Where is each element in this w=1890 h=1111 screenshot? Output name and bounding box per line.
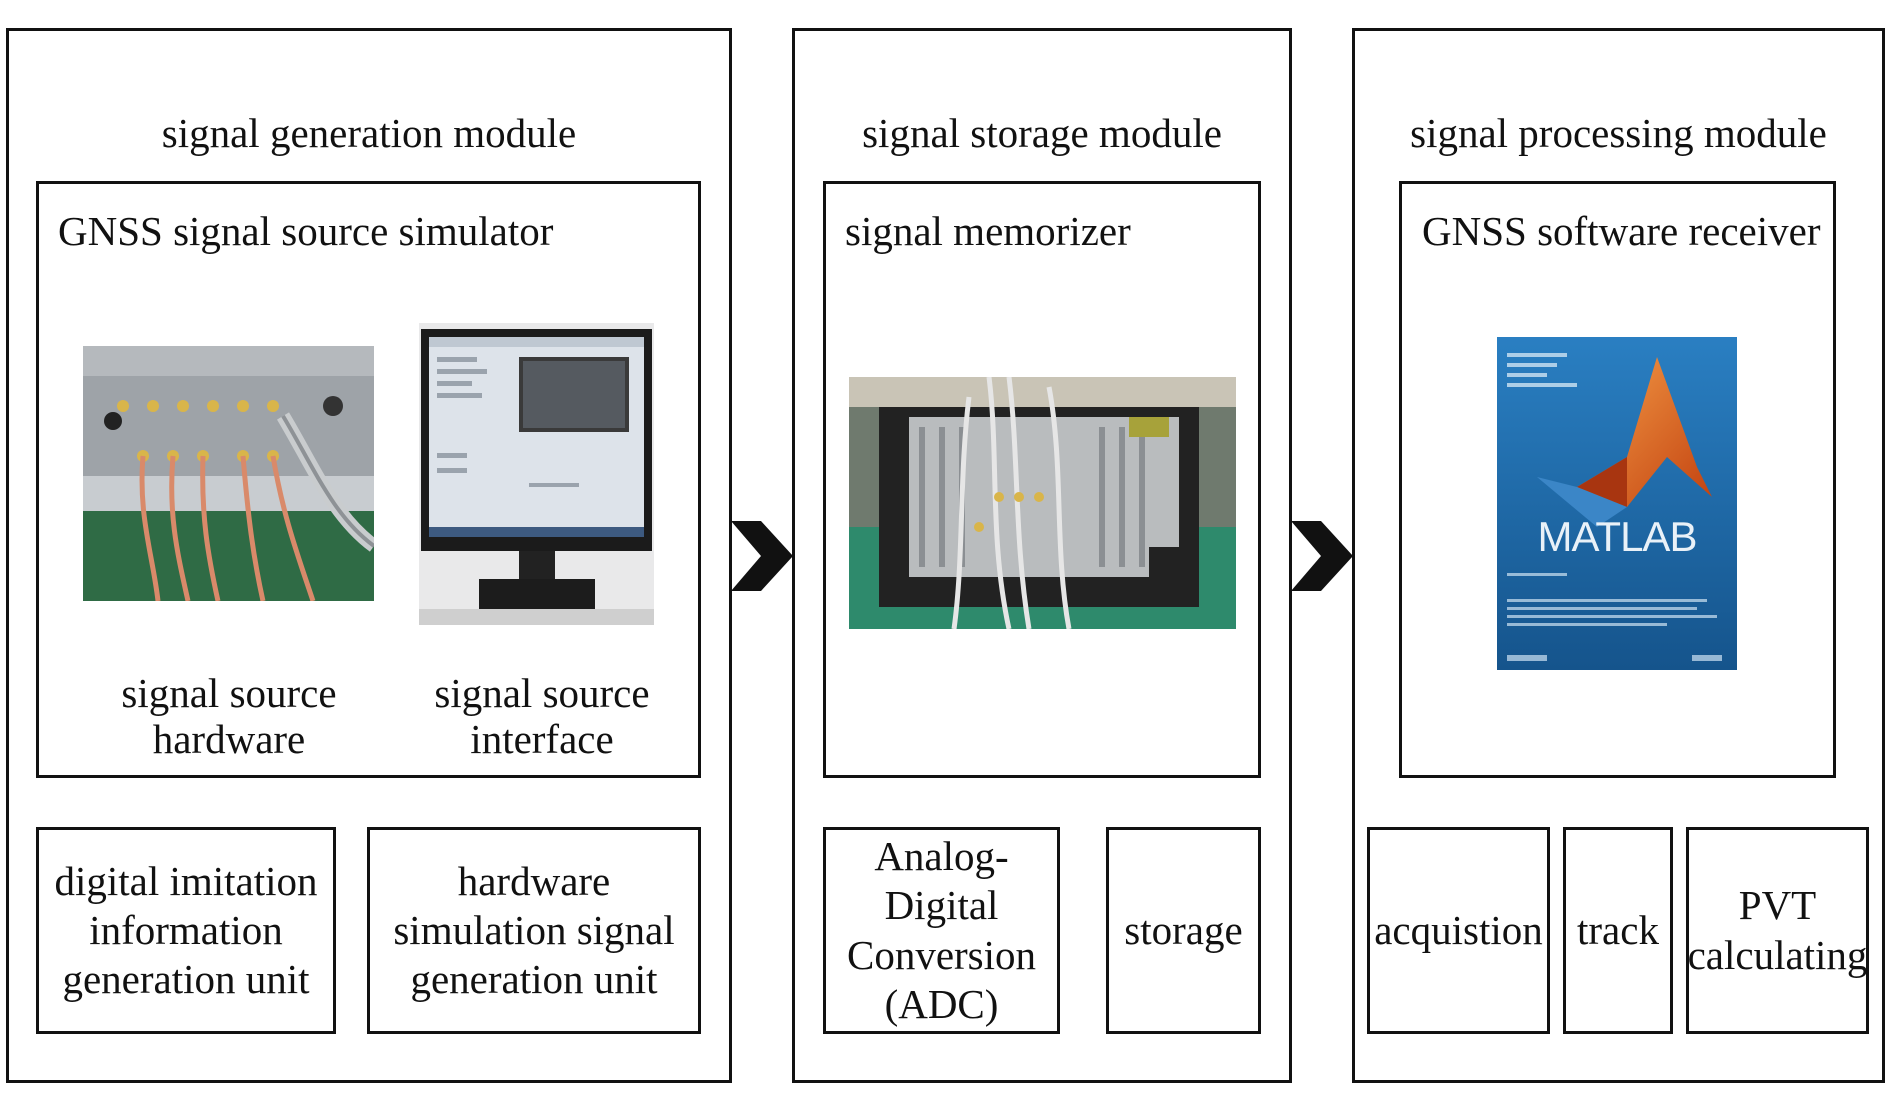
gnss-signal-source-simulator-title: GNSS signal source simulator (58, 208, 554, 254)
acquisition-unit: acquistion (1367, 827, 1550, 1034)
analog-digital-conversion-unit: Analog-Digital Conversion (ADC) (823, 827, 1060, 1034)
storage-unit: storage (1106, 827, 1261, 1034)
hardware-simulation-signal-generation-unit: hardware simulation signal generation un… (367, 827, 701, 1034)
signal-storage-module-title: signal storage module (862, 110, 1222, 156)
gnss-software-receiver-title: GNSS software receiver (1422, 208, 1821, 254)
signal-processing-module-title: signal processing module (1410, 110, 1827, 156)
signal-source-interface-caption-line2: interface (470, 716, 614, 762)
matlab-splash-image: MATLAB (1497, 337, 1737, 670)
matlab-logo-text: MATLAB (1537, 513, 1698, 560)
track-unit: track (1563, 827, 1673, 1034)
signal-source-interface-caption-line1: signal source (434, 670, 650, 716)
signal-source-hardware-caption-line2: hardware (152, 716, 306, 762)
flow-arrow-storage-to-processing (1291, 521, 1353, 591)
pvt-calculating-unit: PVT calculating (1686, 827, 1869, 1034)
signal-source-interface-photo (419, 323, 654, 625)
signal-memorizer-photo (849, 377, 1236, 629)
signal-memorizer-title: signal memorizer (845, 208, 1131, 254)
signal-source-hardware-caption-line1: signal source (121, 670, 337, 716)
flow-arrow-generation-to-storage (731, 521, 793, 591)
digital-imitation-information-generation-unit: digital imitation information generation… (36, 827, 336, 1034)
signal-source-hardware-photo (83, 346, 374, 601)
signal-generation-module-title: signal generation module (161, 110, 577, 156)
